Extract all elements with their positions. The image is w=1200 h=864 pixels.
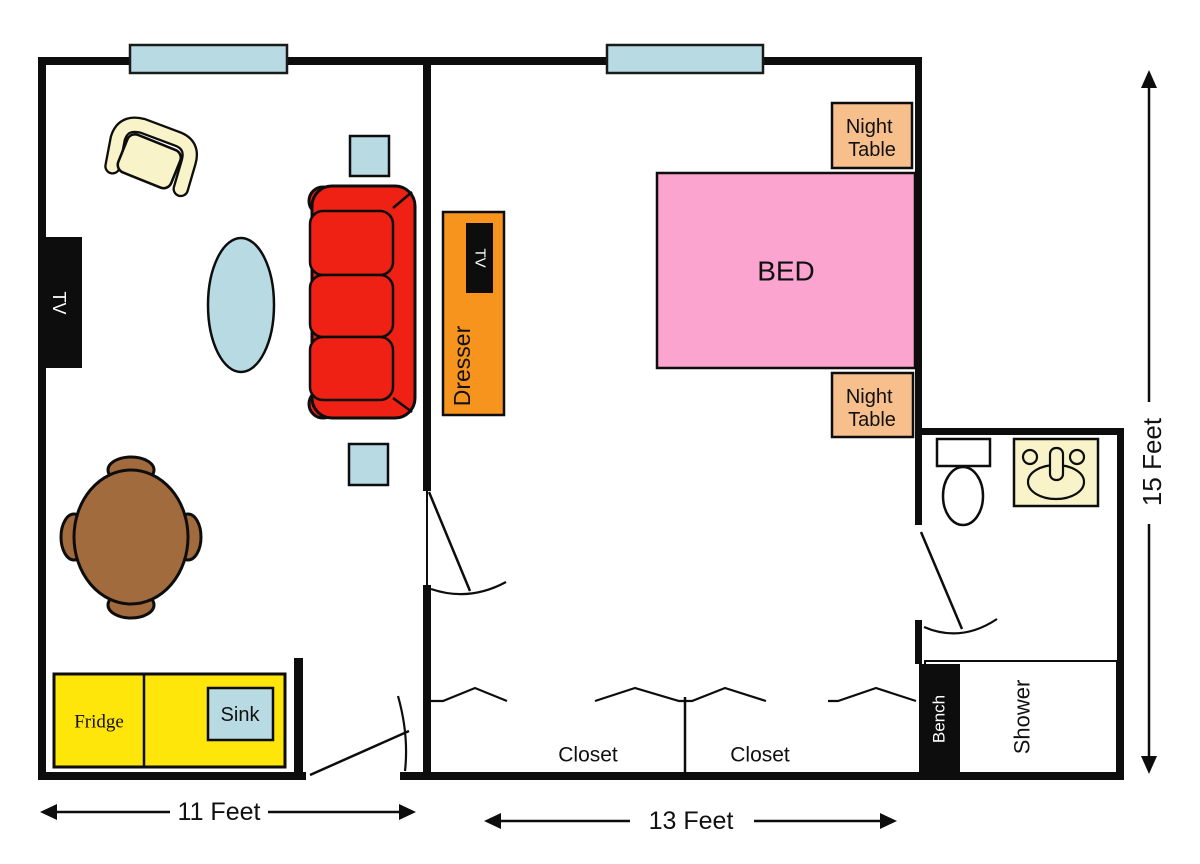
bathroom-sink-handle-left xyxy=(1021,448,1039,466)
tv-dresser-label: TV xyxy=(472,248,489,267)
toilet-bowl xyxy=(941,465,985,527)
bathroom-sink-handle-right xyxy=(1068,448,1086,466)
kitchen-sink xyxy=(206,686,275,742)
wall-outer-right xyxy=(1117,428,1124,780)
wall-bathroom-top xyxy=(915,428,1124,435)
bench-label: Bench xyxy=(930,695,949,743)
window-living-room xyxy=(128,43,289,75)
couch-cushion-3 xyxy=(308,335,395,402)
couch-back-bevel-bottom xyxy=(392,396,413,414)
entry-door-leaf xyxy=(309,729,410,777)
shower-label: Shower xyxy=(1010,680,1035,755)
doors xyxy=(309,491,998,777)
dining-set xyxy=(59,455,203,620)
tv-living-room xyxy=(38,237,82,368)
bedroom-door-swing-arc xyxy=(430,581,507,596)
night-table-bottom xyxy=(830,371,915,439)
night-table-bottom-label: Night Table xyxy=(846,386,898,431)
dining-table xyxy=(72,468,190,606)
wall-divider-lower xyxy=(423,585,431,780)
wall-left xyxy=(38,57,46,780)
wall-divider-upper xyxy=(423,57,431,491)
dimension-apartment-height: 15 Feet xyxy=(1137,70,1167,774)
wall-bedroom-right xyxy=(915,57,922,435)
fridge-label: Fridge xyxy=(74,712,124,733)
side-table-top xyxy=(348,134,391,178)
night-table-top-label: Night Table xyxy=(846,116,898,161)
toilet-tank xyxy=(935,437,992,468)
closet-bifold-door-2 xyxy=(594,686,685,703)
closet-bifold-door-3 xyxy=(685,686,767,703)
entry-door-swing-arc xyxy=(396,695,408,772)
wall-bottom-main xyxy=(400,772,1124,780)
bedroom-door-leaf xyxy=(427,491,472,592)
wall-kitchen-stub xyxy=(294,658,303,776)
kitchen: Fridge Sink xyxy=(52,672,287,769)
dresser-label: Dresser xyxy=(449,325,475,406)
dimension-bedroom-width: 13 Feet xyxy=(484,807,897,835)
dim-11ft-arrowhead-right xyxy=(399,804,416,820)
dim-13ft-arrowhead-right xyxy=(880,813,897,829)
couch xyxy=(307,184,417,420)
bed-label: BED xyxy=(757,256,815,287)
bathroom-door xyxy=(919,531,998,635)
couch-cushion-1 xyxy=(308,209,395,277)
dim-13ft-arrowhead-left xyxy=(484,813,501,829)
dimension-living-room-width: 11 Feet xyxy=(40,798,416,826)
bed xyxy=(655,171,917,370)
wall-bathroom-left xyxy=(915,435,922,525)
oval-table xyxy=(206,236,276,374)
dim-15ft-arrowhead-down xyxy=(1141,756,1157,774)
armchair xyxy=(104,116,199,198)
dim-15ft-label: 15 Feet xyxy=(1137,417,1167,506)
bathroom-sink xyxy=(1012,437,1100,508)
closet-left-label: Closet xyxy=(558,744,618,767)
bench xyxy=(919,664,960,776)
dim-11ft-arrowhead-left xyxy=(40,804,57,820)
wall-bottom-left xyxy=(38,772,306,780)
window-bedroom xyxy=(605,43,765,75)
closet-bifold-door-4 xyxy=(828,686,917,703)
walls xyxy=(38,57,1124,780)
bathroom-door-leaf xyxy=(919,531,964,630)
side-table-bottom xyxy=(347,442,390,487)
wall-divider-doorframe xyxy=(426,491,428,585)
bathroom-sink-faucet xyxy=(1048,446,1065,482)
bathroom-door-swing-arc xyxy=(923,618,998,635)
couch-cushion-2 xyxy=(308,273,395,339)
entry-door xyxy=(309,695,410,777)
couch-back-bevel-top xyxy=(392,191,413,209)
armchair-seat xyxy=(116,133,183,190)
dimension-annotations: 11 Feet 13 Feet 15 Feet xyxy=(40,70,1167,835)
closet-right-label: Closet xyxy=(730,744,790,767)
bedroom: Dresser TV BED Night Table Night Table xyxy=(441,101,917,439)
dim-15ft-arrowhead-up xyxy=(1141,70,1157,88)
wall-top xyxy=(38,57,922,65)
night-table-top xyxy=(830,101,914,170)
bathroom: Shower Bench xyxy=(919,437,1118,776)
living-room: TV xyxy=(38,116,417,487)
closets: Closet Closet xyxy=(431,686,917,772)
dim-13ft-label: 13 Feet xyxy=(649,807,734,835)
closet-bifold-door-1 xyxy=(431,686,508,703)
tv-dresser xyxy=(466,223,493,293)
bedroom-door xyxy=(427,491,507,596)
windows xyxy=(128,43,765,75)
tv-living-room-label: TV xyxy=(49,291,69,314)
armchair-frame xyxy=(106,118,196,195)
wall-bathroom-left-stub xyxy=(915,620,922,664)
dim-11ft-label: 11 Feet xyxy=(178,798,261,826)
kitchen-sink-label: Sink xyxy=(221,704,261,726)
